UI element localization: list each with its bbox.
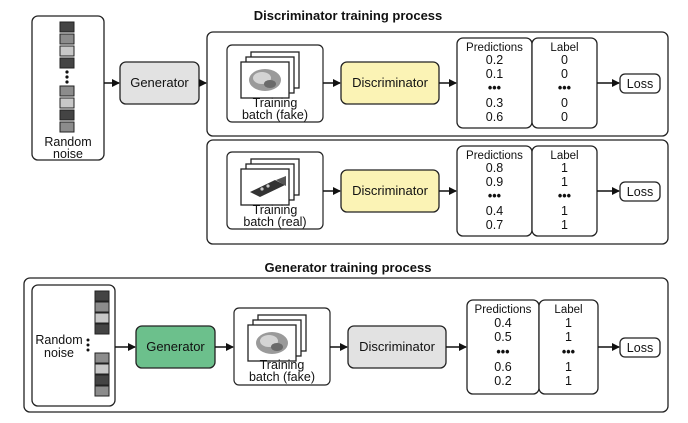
svg-text:0.8: 0.8 — [486, 161, 503, 175]
predictions-table-fake: Predictions Label 0.2 0.1 ••• 0.3 0.6 0 … — [456, 37, 598, 129]
real-image-icon — [250, 176, 286, 197]
svg-text:Predictions: Predictions — [475, 304, 532, 316]
svg-text:0.6: 0.6 — [494, 360, 511, 374]
svg-text:0.3: 0.3 — [486, 96, 503, 110]
svg-text:0.2: 0.2 — [486, 53, 503, 67]
svg-text:0.1: 0.1 — [486, 67, 503, 81]
training-batch-fake-top: Training batch (fake) — [226, 44, 324, 123]
svg-text:Discriminator: Discriminator — [352, 183, 429, 198]
noise-vector-top — [59, 21, 75, 133]
svg-text:1: 1 — [561, 175, 568, 189]
random-noise-label-2: noise — [53, 147, 83, 161]
fake-image-icon — [249, 69, 281, 91]
svg-text:Label: Label — [550, 42, 578, 54]
svg-text:0: 0 — [561, 96, 568, 110]
discriminator-box-fake: Discriminator — [340, 61, 440, 105]
svg-text:Training: Training — [260, 358, 305, 372]
training-batch-fake-bottom: Training batch (fake) — [233, 307, 331, 386]
svg-text:0: 0 — [561, 110, 568, 124]
random-noise-box-bottom: Random noise — [31, 284, 116, 407]
svg-text:0: 0 — [561, 53, 568, 67]
fake-batch-panel — [206, 31, 669, 137]
svg-text:1: 1 — [561, 161, 568, 175]
svg-text:0.6: 0.6 — [486, 110, 503, 124]
svg-text:Loss: Loss — [627, 77, 653, 91]
svg-text:1: 1 — [561, 204, 568, 218]
svg-text:Label: Label — [550, 150, 578, 162]
svg-text:•••: ••• — [558, 81, 571, 95]
svg-text:0.4: 0.4 — [486, 204, 503, 218]
svg-text:1: 1 — [565, 316, 572, 330]
generator-training-panel — [23, 277, 669, 413]
svg-text:Predictions: Predictions — [466, 150, 523, 162]
random-noise-inline-2: noise — [44, 346, 74, 360]
svg-text:0.2: 0.2 — [494, 374, 511, 388]
svg-text:batch (fake): batch (fake) — [242, 108, 308, 122]
svg-text:0.7: 0.7 — [486, 218, 503, 232]
noise-vector-bottom — [86, 290, 110, 397]
generator-box-top: Generator — [119, 61, 200, 105]
discriminator-training-title: Discriminator training process — [254, 8, 443, 23]
svg-text:•••: ••• — [562, 345, 575, 359]
svg-text:Generator: Generator — [130, 75, 189, 90]
random-noise-label-1: Random — [44, 135, 91, 149]
loss-box-fake: Loss — [619, 73, 661, 94]
svg-text:Discriminator: Discriminator — [352, 75, 429, 90]
training-batch-real: Training batch (real) — [226, 151, 324, 230]
svg-text:Predictions: Predictions — [466, 42, 523, 54]
svg-text:•••: ••• — [558, 189, 571, 203]
predictions-table-gen: Predictions Label 0.4 0.5 ••• 0.6 0.2 1 … — [466, 299, 599, 395]
svg-text:Loss: Loss — [627, 341, 653, 355]
generator-training-title: Generator training process — [265, 260, 432, 275]
svg-text:0: 0 — [561, 67, 568, 81]
svg-text:1: 1 — [565, 330, 572, 344]
svg-text:batch (fake): batch (fake) — [249, 370, 315, 384]
svg-text:•••: ••• — [488, 81, 501, 95]
discriminator-box-inactive: Discriminator — [347, 325, 447, 369]
svg-text:batch (real): batch (real) — [243, 215, 306, 229]
svg-text:1: 1 — [561, 218, 568, 232]
loss-box-gen: Loss — [619, 337, 661, 358]
svg-text:Loss: Loss — [627, 185, 653, 199]
discriminator-box-real: Discriminator — [340, 169, 440, 213]
svg-text:•••: ••• — [488, 189, 501, 203]
random-noise-inline-1: Random — [35, 333, 82, 347]
svg-text:0.5: 0.5 — [494, 330, 511, 344]
svg-text:Generator: Generator — [146, 339, 205, 354]
predictions-table-real: Predictions Label 0.8 0.9 ••• 0.4 0.7 1 … — [456, 145, 598, 237]
svg-text:0.4: 0.4 — [494, 316, 511, 330]
fake-image-icon-bottom — [256, 332, 288, 354]
svg-text:Training: Training — [253, 203, 298, 217]
svg-text:Label: Label — [554, 304, 582, 316]
real-batch-panel — [206, 139, 669, 245]
svg-text:Discriminator: Discriminator — [359, 339, 436, 354]
svg-text:1: 1 — [565, 374, 572, 388]
loss-box-real: Loss — [619, 181, 661, 202]
svg-text:•••: ••• — [496, 345, 509, 359]
generator-box-active: Generator — [135, 325, 216, 369]
random-noise-box-top: Random noise — [31, 15, 105, 161]
svg-text:Training: Training — [253, 96, 298, 110]
svg-text:1: 1 — [565, 360, 572, 374]
svg-text:0.9: 0.9 — [486, 175, 503, 189]
